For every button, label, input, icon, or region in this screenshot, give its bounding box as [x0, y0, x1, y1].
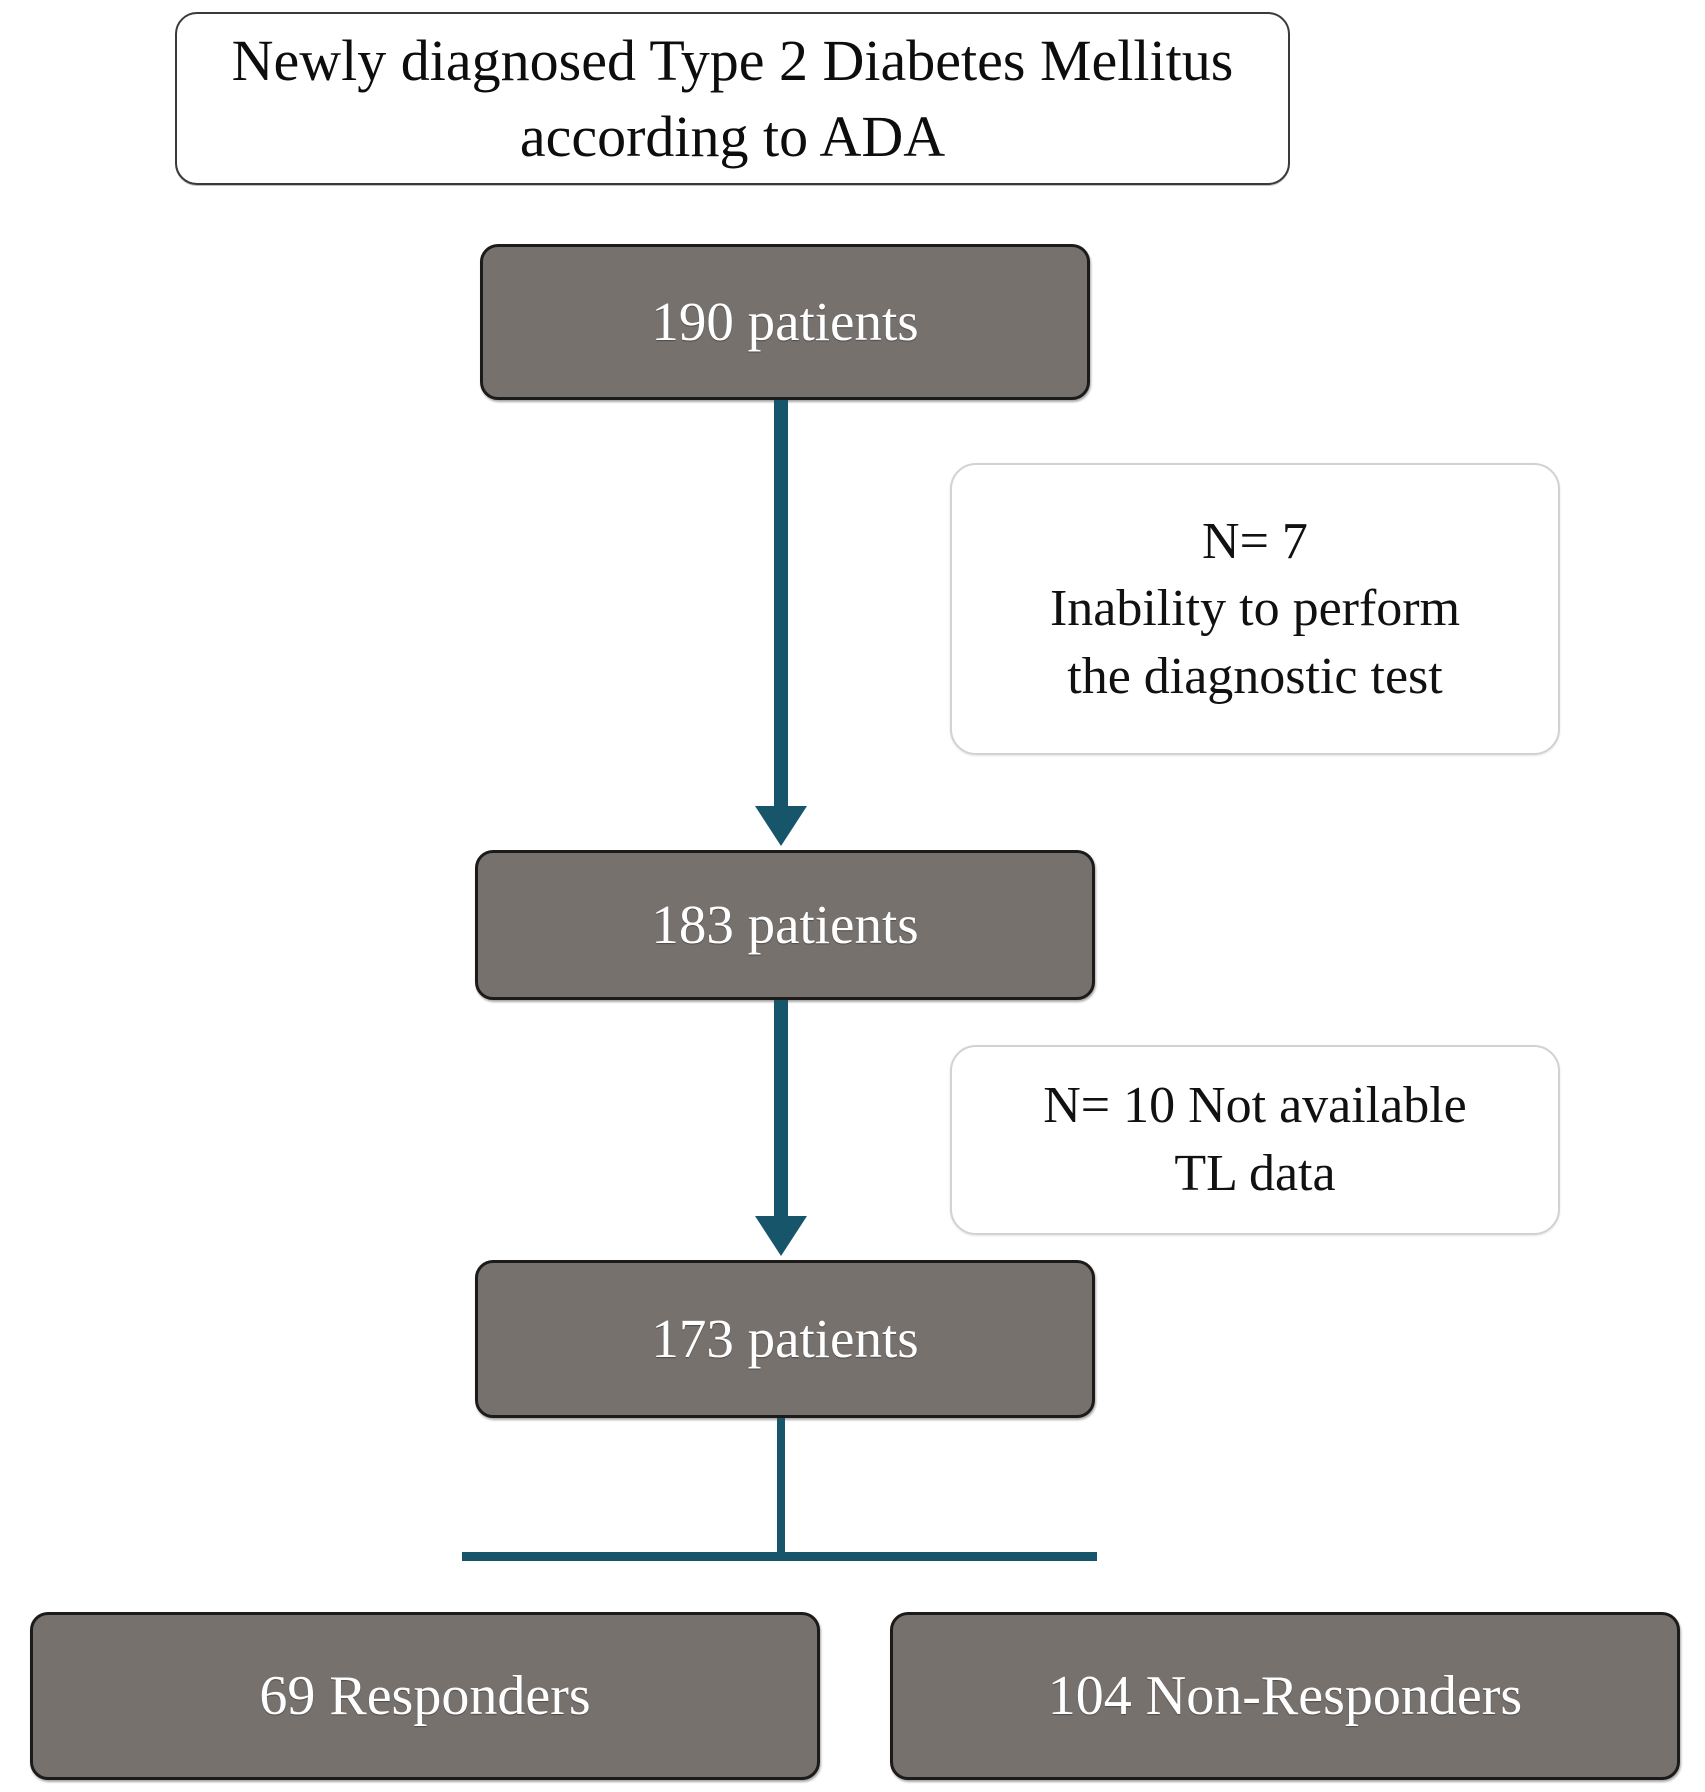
- diagnosis-criteria-box: Newly diagnosed Type 2 Diabetes Mellitus…: [175, 12, 1290, 185]
- exclusion-note-2: N= 10 Not available TL data: [950, 1045, 1560, 1235]
- exclusion-note-2-text: N= 10 Not available TL data: [1043, 1077, 1467, 1202]
- node-responders: 69 Responders: [30, 1612, 820, 1780]
- node-non-responders: 104 Non-Responders: [890, 1612, 1680, 1780]
- node-enrolled-patients: 190 patients: [480, 244, 1090, 400]
- node-after-exclusion-patients-label: 183 patients: [651, 894, 919, 956]
- diagnosis-criteria-text: Newly diagnosed Type 2 Diabetes Mellitus…: [231, 28, 1234, 169]
- node-non-responders-label: 104 Non-Responders: [1047, 1664, 1523, 1727]
- node-responders-label: 69 Responders: [259, 1664, 591, 1727]
- node-enrolled-patients-label: 190 patients: [651, 291, 919, 353]
- connector-line-2: [774, 1000, 788, 1222]
- connector-split-stem: [777, 1418, 785, 1560]
- connector-split-bar: [462, 1552, 1097, 1561]
- node-analyzed-patients-label: 173 patients: [651, 1308, 919, 1370]
- arrowhead-down-icon-2: [755, 1216, 807, 1256]
- node-after-exclusion-patients: 183 patients: [475, 850, 1095, 1000]
- arrowhead-down-icon-1: [755, 806, 807, 846]
- connector-line-1: [774, 400, 788, 812]
- node-analyzed-patients: 173 patients: [475, 1260, 1095, 1418]
- exclusion-note-1-text: N= 7 Inability to perform the diagnostic…: [1049, 512, 1461, 705]
- exclusion-note-1: N= 7 Inability to perform the diagnostic…: [950, 463, 1560, 755]
